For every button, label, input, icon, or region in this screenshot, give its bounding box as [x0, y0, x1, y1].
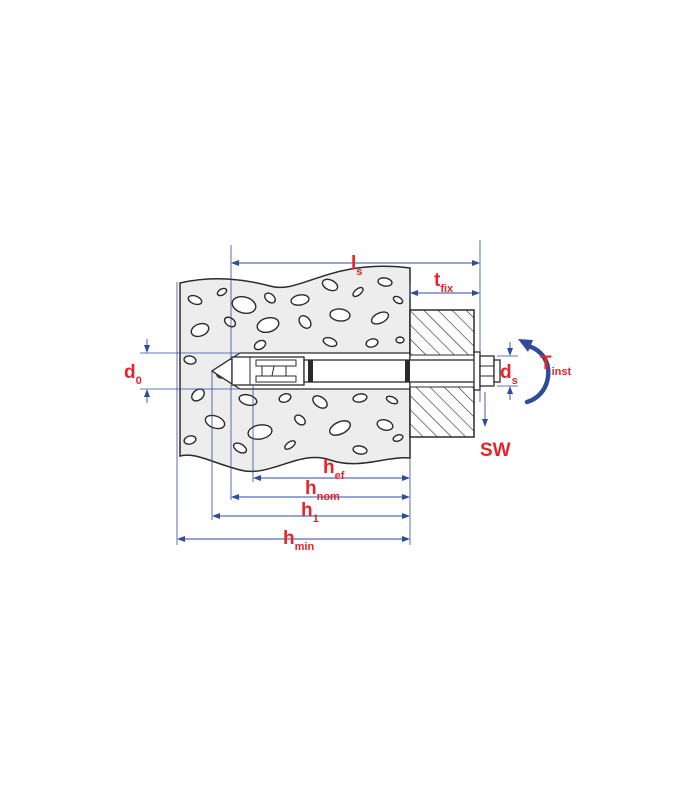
aggregate-stone: [329, 308, 351, 322]
label-hmin: hmin: [283, 528, 314, 553]
label-ls: ls: [351, 253, 362, 278]
aggregate-stone: [385, 395, 399, 405]
label-h1: h1: [301, 500, 319, 525]
aggregate-stone: [253, 339, 267, 351]
concrete-aggregate: [183, 277, 405, 455]
aggregate-stone: [321, 278, 339, 292]
aggregate-stone: [256, 316, 280, 334]
aggregate-stone: [264, 292, 276, 304]
aggregate-stone: [298, 315, 312, 329]
washer: [473, 351, 481, 391]
aggregate-stone: [322, 336, 338, 348]
aggregate-stone: [216, 287, 228, 297]
aggregate-stone: [294, 414, 306, 426]
aggregate-stone: [370, 311, 390, 325]
aggregate-stone: [190, 322, 210, 338]
aggregate-stone: [290, 294, 310, 306]
aggregate-stone: [392, 295, 404, 305]
aggregate-stone: [223, 316, 237, 328]
anchor-bolt: [210, 351, 501, 391]
aggregate-stone: [204, 414, 226, 430]
aggregate-stone: [352, 445, 368, 455]
arrowhead-icon: [144, 260, 513, 542]
label-sw: SW: [480, 440, 511, 461]
aggregate-stone: [183, 355, 197, 365]
label-tfix: tfix: [434, 270, 454, 295]
aggregate-stone: [183, 435, 197, 445]
anchor-shaft: [303, 359, 481, 383]
bolt-end: [493, 359, 501, 383]
aggregate-stone: [392, 434, 404, 442]
aggregate-stone: [312, 395, 328, 409]
aggregate-stone: [352, 393, 368, 403]
label-ds: ds: [500, 362, 518, 387]
aggregate-stone: [365, 338, 379, 348]
aggregate-stone: [187, 294, 203, 306]
aggregate-stone: [238, 393, 258, 407]
dimension-lines: [146, 262, 511, 540]
label-tinst: Tinst: [540, 353, 572, 378]
aggregate-stone: [231, 295, 257, 315]
aggregate-stone: [278, 393, 292, 403]
aggregate-stone: [232, 442, 248, 454]
label-hnom: hnom: [305, 478, 340, 503]
aggregate-stone: [191, 388, 205, 402]
label-d0: d0: [124, 362, 142, 387]
aggregate-stone: [329, 420, 351, 436]
aggregate-stone: [352, 286, 364, 298]
extension-lines: [140, 240, 518, 545]
aggregate-stone: [395, 336, 405, 344]
labels: ls tfix d0 ds Tinst SW hef hnom h1 hmin: [124, 253, 572, 553]
aggregate-stone: [376, 419, 394, 431]
label-hef: hef: [323, 457, 345, 482]
hex-nut: [479, 355, 495, 387]
torque-arrow-icon: [518, 339, 551, 405]
aggregate-stone: [377, 277, 393, 287]
aggregate-stone: [284, 440, 296, 450]
aggregate-stone: [247, 424, 273, 440]
